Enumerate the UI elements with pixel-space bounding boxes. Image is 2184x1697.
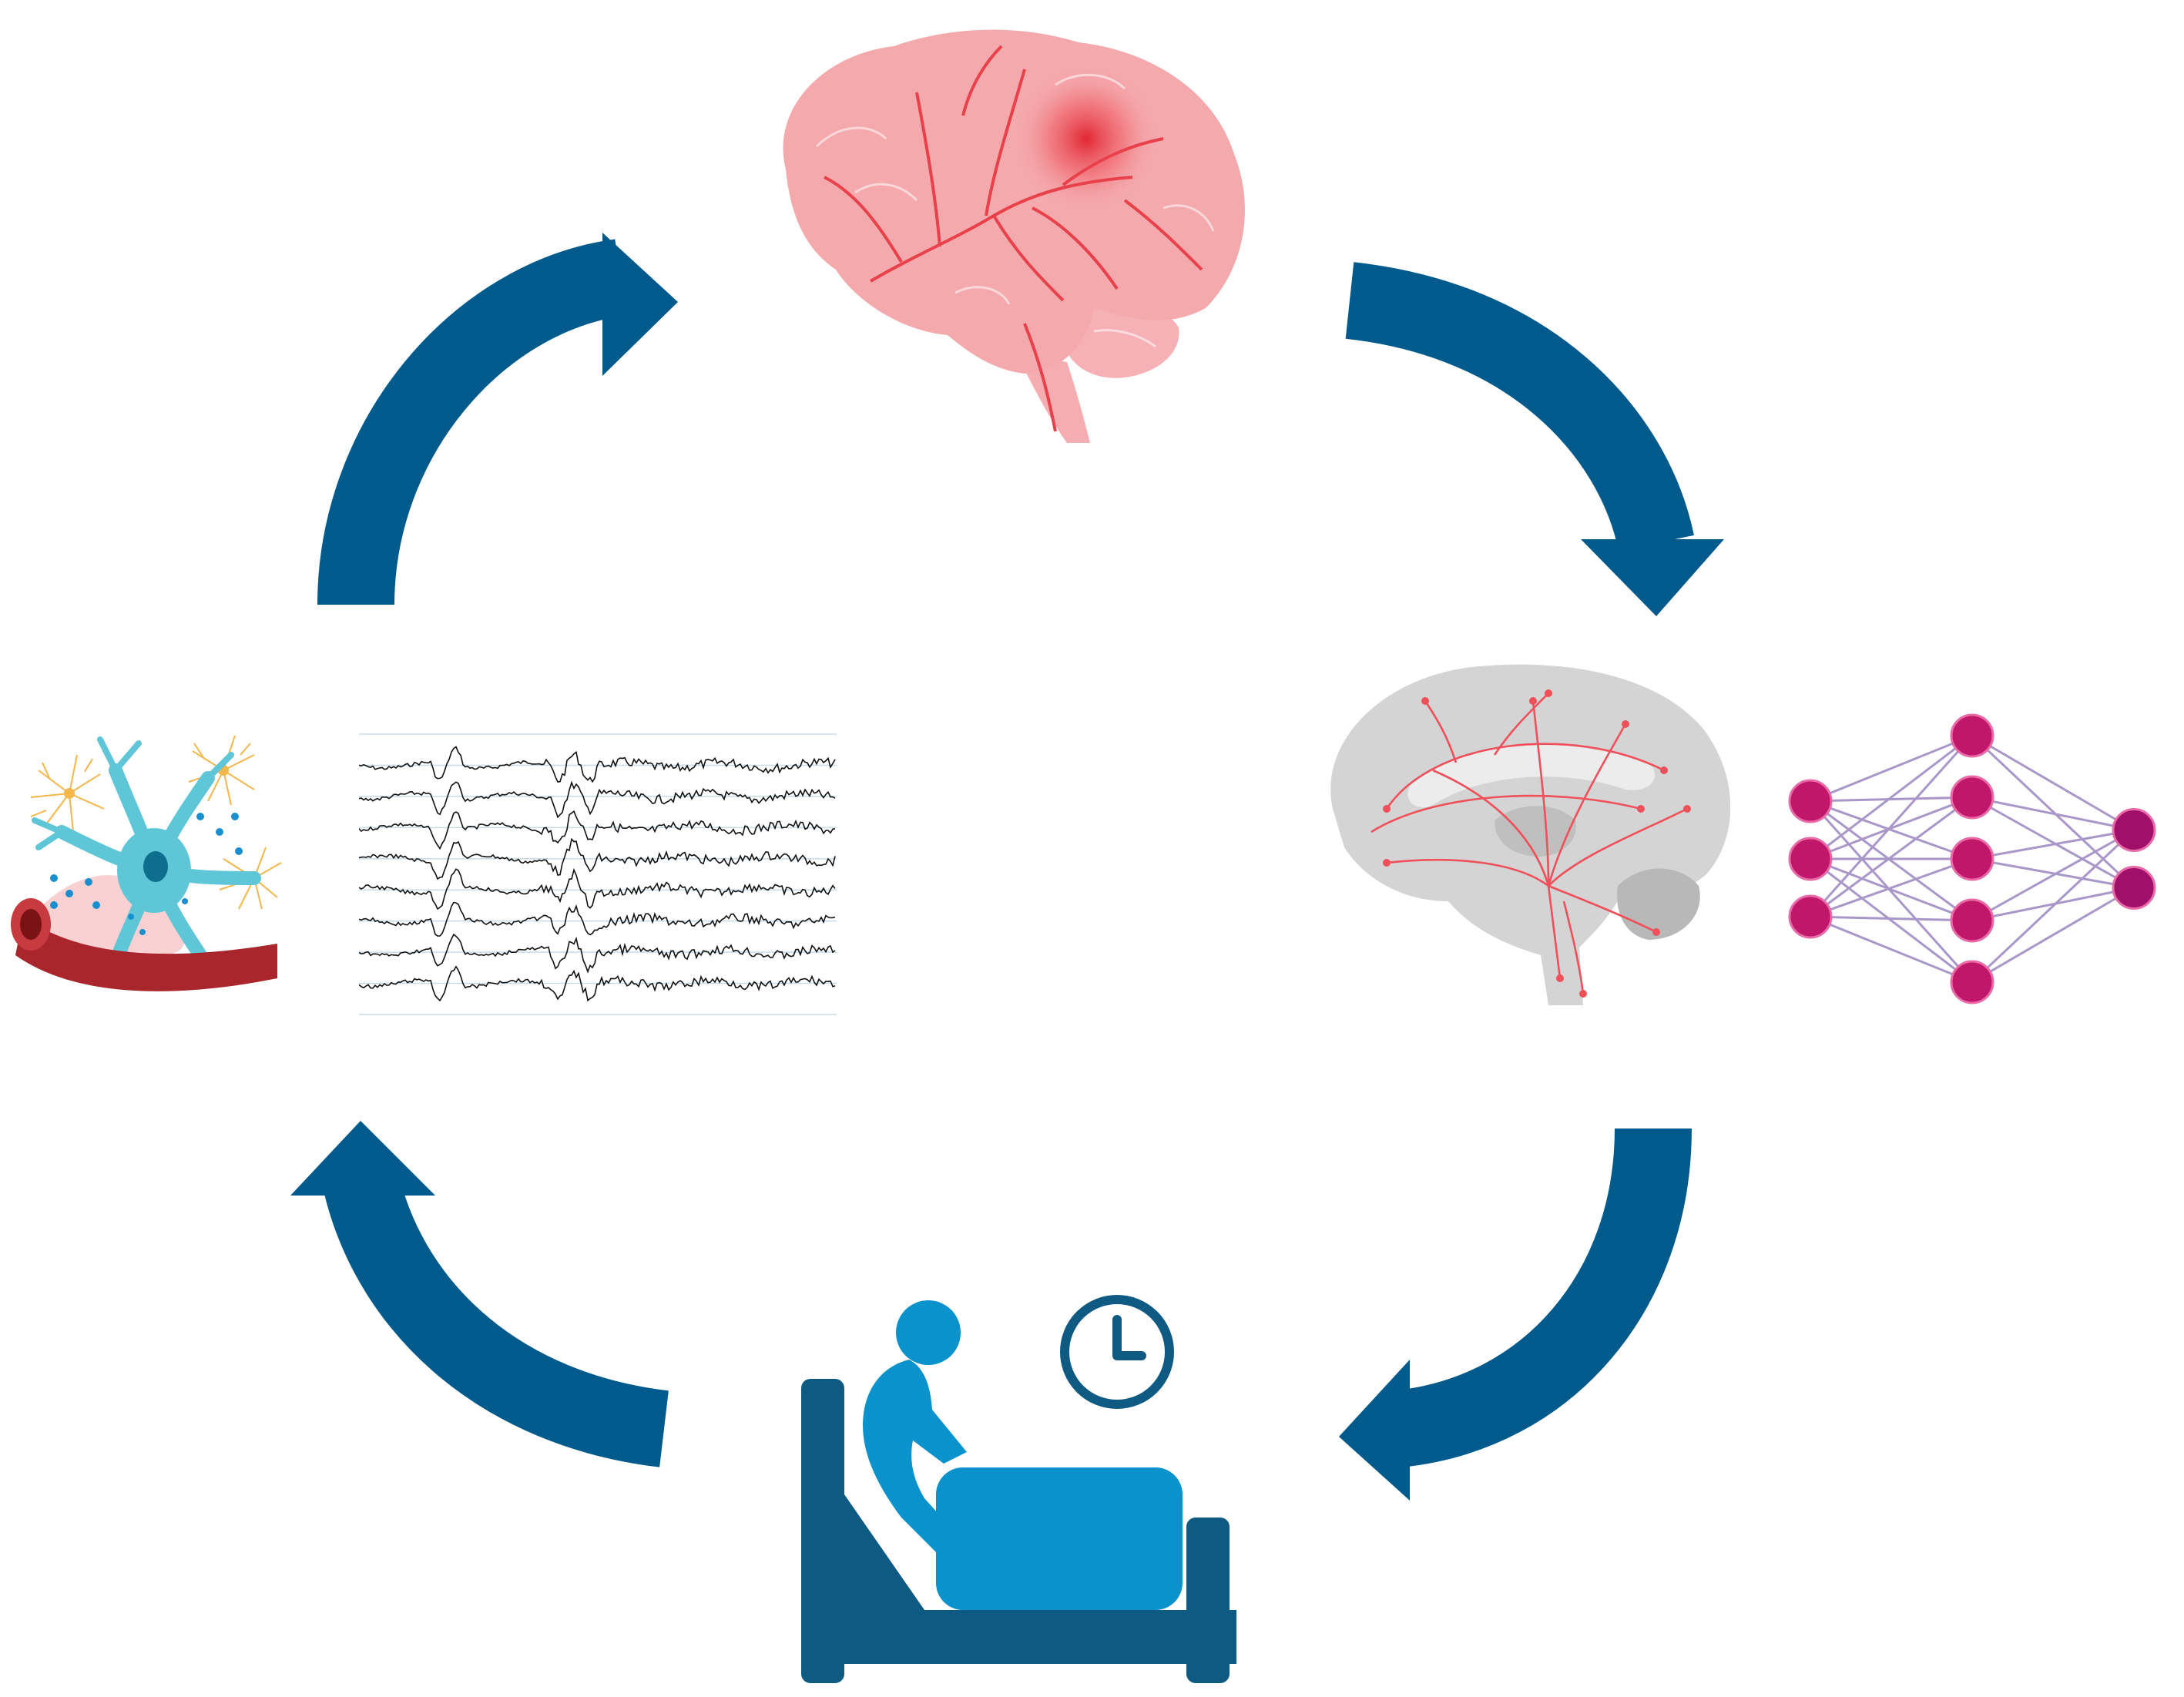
nn-node	[1788, 894, 1833, 939]
nn-edge	[1810, 857, 1973, 922]
nn-edge	[1971, 829, 2135, 860]
neuron-vessel-icon	[11, 735, 282, 991]
eeg-trace	[359, 901, 836, 937]
nn-node	[1950, 837, 1994, 881]
nn-edge	[1971, 796, 2135, 889]
nn-edge	[1971, 887, 2135, 984]
nn-edge	[1971, 734, 2135, 831]
arrow-to-neuron-eeg	[290, 1121, 669, 1467]
brain-lesion-icon	[783, 29, 1245, 443]
nn-edge	[1810, 796, 1973, 918]
brain-sagittal-icon	[1330, 664, 1731, 1005]
nn-edge	[1971, 734, 2135, 889]
clock-icon	[1060, 1295, 1174, 1409]
neural-network-icon	[1788, 713, 2156, 1004]
eeg-trace	[359, 780, 836, 819]
nn-edge	[1810, 915, 1973, 984]
nn-edge	[1971, 857, 2135, 889]
nn-edge	[1810, 734, 1973, 803]
arrow-to-patient	[1339, 1128, 1692, 1501]
nn-node	[1950, 898, 1994, 943]
eeg-trace	[359, 965, 836, 1002]
nn-node	[1950, 713, 1994, 758]
arrow-to-brain-tracts	[1345, 262, 1724, 616]
arrow-to-brain-lesion	[317, 233, 678, 605]
eeg-trace	[359, 746, 836, 783]
nn-node	[1950, 960, 1994, 1004]
nn-node	[1950, 775, 1994, 820]
eeg-grid	[359, 733, 837, 1015]
nn-node	[1788, 837, 1833, 881]
nn-edge	[1809, 800, 1974, 983]
nn-edge	[1809, 735, 1974, 917]
eeg-trace	[359, 933, 836, 974]
eeg-trace	[359, 837, 836, 880]
nn-edge	[1810, 796, 1973, 860]
patient-bed-icon	[801, 1300, 1236, 1683]
nn-edge	[1971, 829, 2135, 984]
nn-edge	[1810, 734, 1973, 860]
nn-edge	[1810, 857, 1973, 918]
nn-edge	[1810, 915, 1973, 922]
nn-edge	[1971, 829, 2135, 922]
nn-node	[2112, 808, 2156, 852]
nn-node	[1788, 779, 1833, 823]
nn-edge	[1971, 796, 2135, 831]
eeg-trace	[359, 810, 836, 850]
nn-edge	[1971, 887, 2135, 922]
nn-edge	[1810, 857, 1973, 984]
eeg-icon	[359, 733, 837, 1015]
nn-edge	[1810, 800, 1973, 922]
nn-node	[2112, 866, 2156, 910]
eeg-trace	[359, 867, 836, 911]
nn-edge	[1810, 796, 1973, 803]
nn-edge	[1810, 800, 1973, 860]
